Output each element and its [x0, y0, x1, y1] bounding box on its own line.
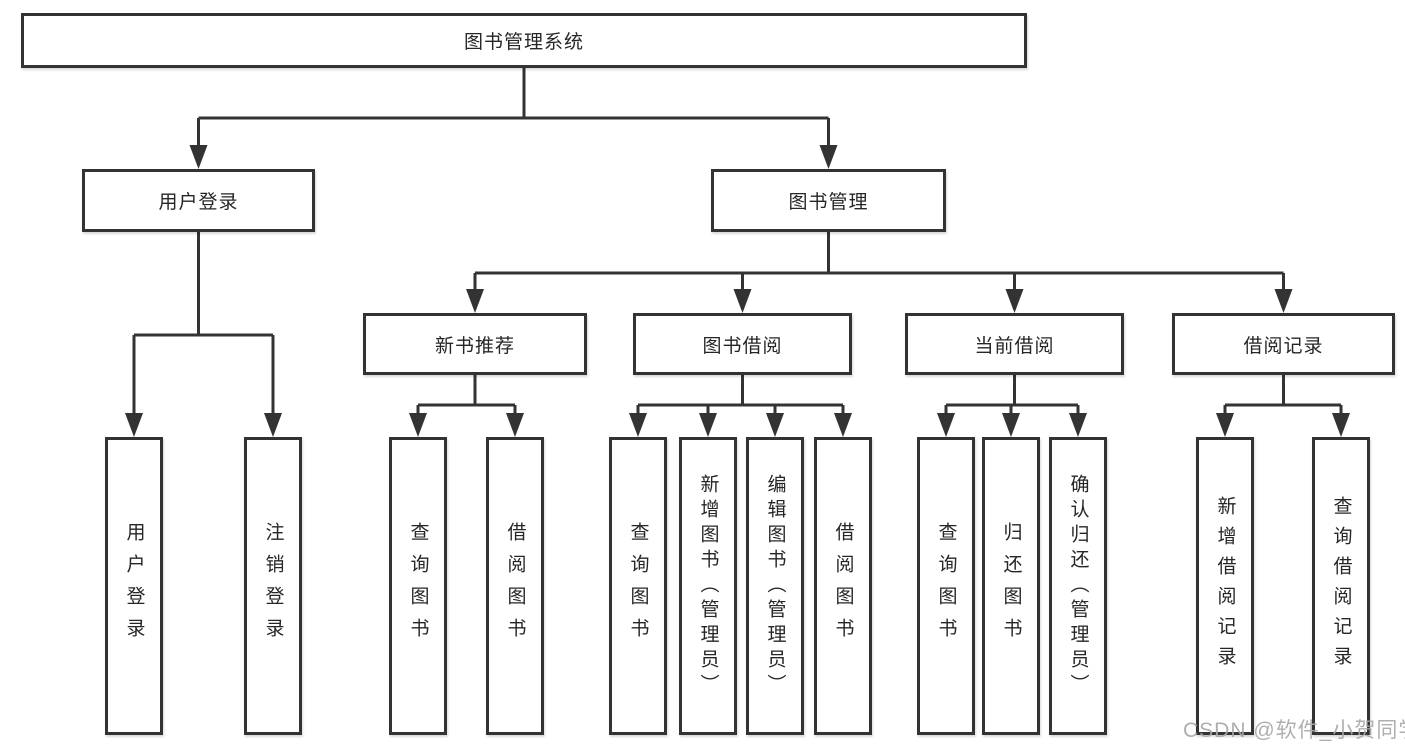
node-label: 查询图书	[627, 522, 649, 650]
leaf-confirm-return-admin: 确认归还（管理员）	[1049, 437, 1107, 735]
leaf-query-books-borrowing: 查询图书	[609, 437, 667, 735]
node-root-system: 图书管理系统	[21, 13, 1027, 68]
arrowhead-icons	[125, 145, 1350, 437]
node-label: 借阅图书	[504, 522, 526, 650]
node-borrowing-records: 借阅记录	[1172, 313, 1395, 375]
leaf-query-books-current: 查询图书	[917, 437, 975, 735]
node-label: 用户登录	[158, 192, 239, 213]
node-label: 借阅图书	[832, 522, 854, 650]
leaf-edit-books-admin: 编辑图书（管理员）	[746, 437, 804, 735]
node-label: 借阅记录	[1243, 335, 1324, 357]
node-label: 新增图书（管理员）	[697, 473, 719, 699]
node-label: 编辑图书（管理员）	[764, 473, 786, 699]
node-user-login-group: 用户登录	[82, 169, 315, 232]
node-label: 注销登录	[262, 522, 284, 650]
node-label: 新书推荐	[434, 335, 515, 357]
leaf-borrow-books: 借阅图书	[814, 437, 872, 735]
node-label: 确认归还（管理员）	[1067, 473, 1089, 699]
node-label: 查询借阅记录	[1330, 496, 1352, 676]
node-label: 归还图书	[1000, 522, 1022, 650]
node-label: 图书管理	[788, 192, 869, 213]
node-label: 图书管理系统	[463, 32, 584, 53]
leaf-query-books-recommend: 查询图书	[389, 437, 447, 735]
leaf-add-books-admin: 新增图书（管理员）	[679, 437, 737, 735]
connector-lines	[132, 68, 1343, 415]
node-current-borrowing: 当前借阅	[905, 313, 1124, 375]
leaf-user-login: 用户登录	[105, 437, 163, 735]
leaf-borrow-books-recommend: 借阅图书	[486, 437, 544, 735]
node-new-book-recommend: 新书推荐	[363, 313, 587, 375]
node-label: 查询图书	[407, 522, 429, 650]
leaf-return-books: 归还图书	[982, 437, 1040, 735]
node-label: 图书借阅	[702, 335, 783, 357]
csdn-watermark: CSDN @软件_小贺同学	[1183, 719, 1405, 742]
leaf-logout: 注销登录	[244, 437, 302, 735]
leaf-query-borrow-record: 查询借阅记录	[1312, 437, 1370, 735]
node-label: 用户登录	[123, 522, 145, 650]
node-label: 当前借阅	[974, 335, 1055, 357]
node-book-management-group: 图书管理	[711, 169, 946, 232]
node-label: 新增借阅记录	[1214, 496, 1236, 676]
node-label: 查询图书	[935, 522, 957, 650]
node-book-borrowing: 图书借阅	[633, 313, 852, 375]
leaf-add-borrow-record: 新增借阅记录	[1196, 437, 1254, 735]
